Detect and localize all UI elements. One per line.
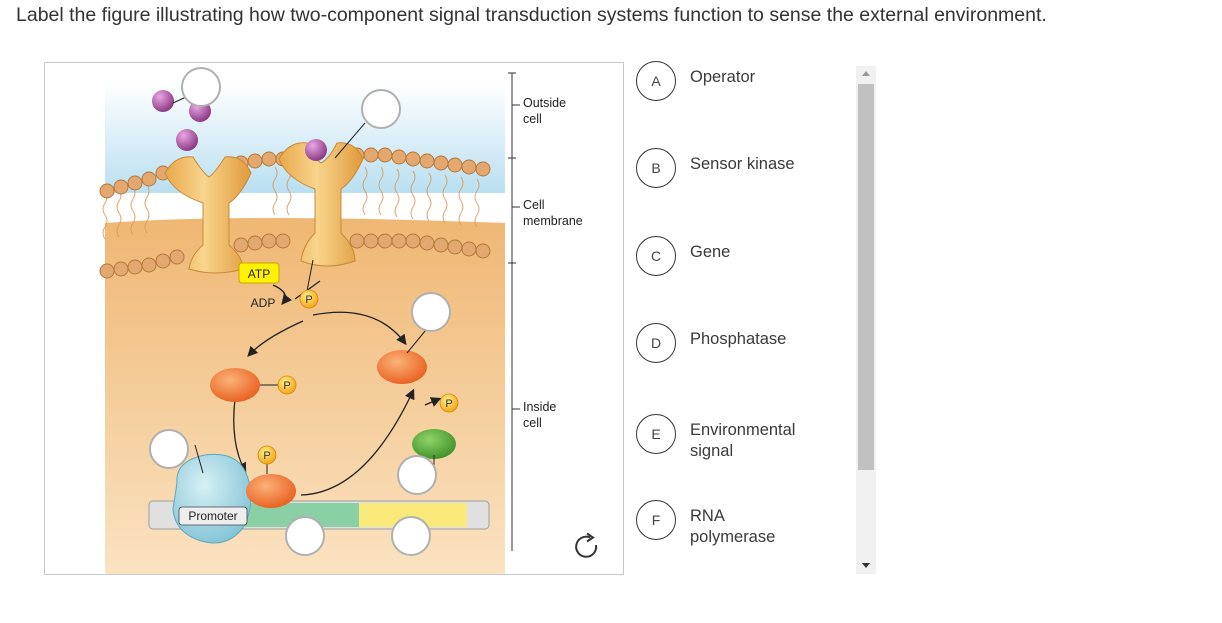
adp-label: ADP [251, 296, 276, 310]
drop-target-3[interactable] [411, 292, 451, 332]
drop-target-5[interactable] [397, 455, 437, 495]
drop-target-6[interactable] [285, 516, 325, 556]
promoter-label: Promoter [188, 509, 237, 523]
inside-label-1: Inside [523, 400, 556, 414]
choice-letter: C [636, 236, 676, 276]
reset-button[interactable] [570, 532, 604, 562]
choice-c[interactable]: C Gene [636, 236, 846, 276]
phosphate-label-3: P [445, 398, 452, 410]
triangle-down-icon [862, 563, 870, 568]
choice-b[interactable]: B Sensor kinase [636, 148, 846, 188]
drop-target-2[interactable] [361, 89, 401, 129]
membrane-label-2: membrane [523, 214, 583, 228]
phosphate-label-4: P [263, 450, 270, 462]
scrollbar-thumb[interactable] [858, 84, 874, 470]
receptor-left [164, 156, 252, 274]
membrane-label-1: Cell [523, 198, 545, 212]
choice-letter: A [636, 61, 676, 101]
phosphate-label: P [305, 294, 312, 306]
scroll-up-button[interactable] [856, 66, 876, 82]
drop-target-4[interactable] [149, 429, 189, 469]
drop-target-7[interactable] [391, 516, 431, 556]
outside-label-2: cell [523, 112, 542, 126]
redo-icon [575, 532, 598, 558]
choices-scrollbar[interactable] [856, 66, 876, 574]
triangle-up-icon [862, 71, 870, 76]
choice-d[interactable]: D Phosphatase [636, 323, 846, 363]
drop-target-1[interactable] [181, 67, 221, 107]
scroll-down-button[interactable] [856, 558, 876, 574]
choice-a[interactable]: A Operator [636, 61, 846, 101]
phosphate-label-2: P [283, 380, 290, 392]
atp-label: ATP [248, 267, 270, 281]
choice-label: Phosphatase [690, 330, 787, 348]
choice-letter: D [636, 323, 676, 363]
inside-label-2: cell [523, 416, 542, 430]
choice-letter: B [636, 148, 676, 188]
choice-letter: E [636, 414, 676, 454]
choice-label: Gene [690, 243, 731, 261]
choice-letter: F [636, 500, 676, 540]
choice-label: Sensor kinase [690, 155, 795, 173]
choice-label: Operator [690, 68, 756, 86]
figure-frame: ATP ADP P P P [44, 62, 624, 575]
outside-label-1: Outside [523, 96, 566, 110]
question-prompt: Label the figure illustrating how two-co… [16, 4, 1047, 26]
signal-transduction-diagram: ATP ADP P P P [99, 72, 583, 574]
